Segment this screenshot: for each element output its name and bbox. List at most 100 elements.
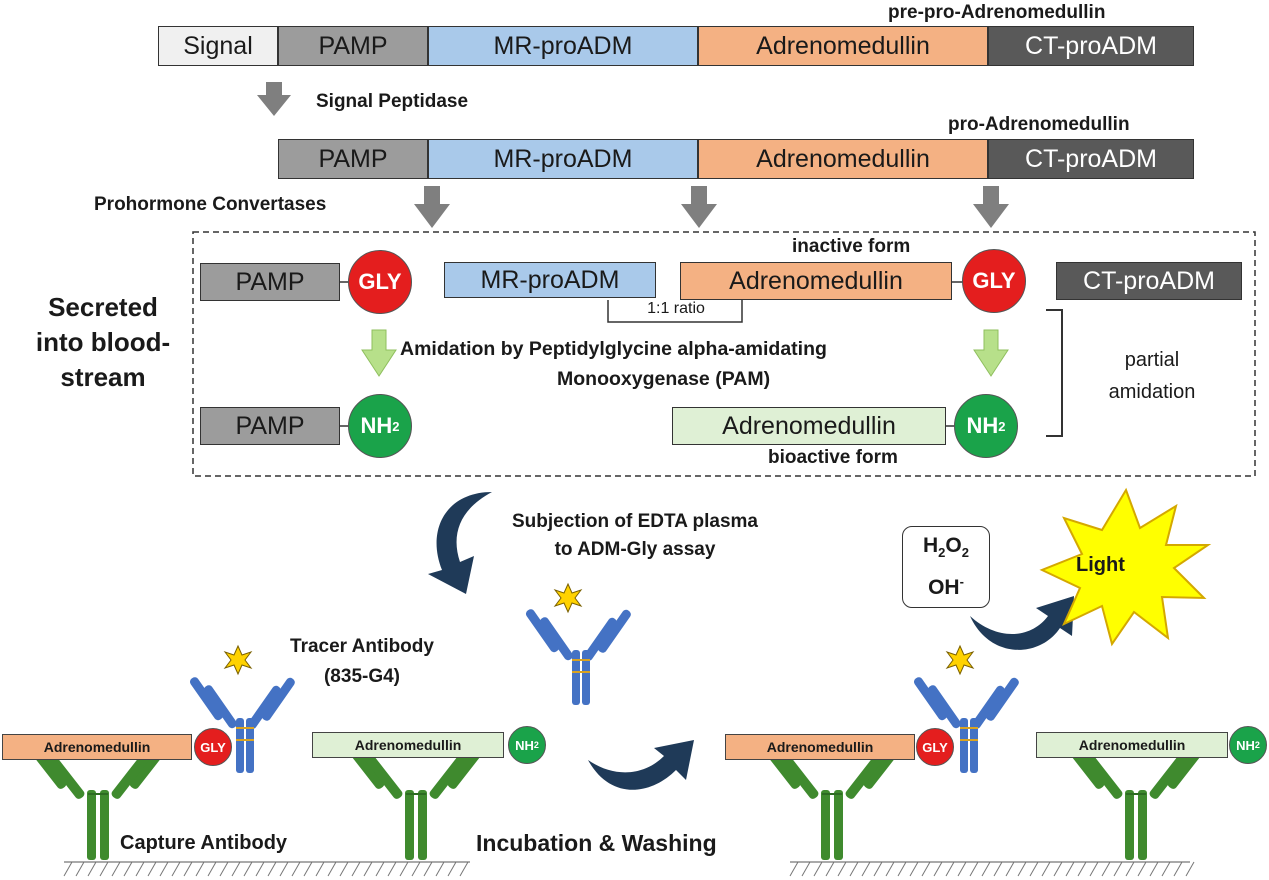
- surface-hatch: [171, 861, 181, 877]
- tracer-antibody-label: Tracer Antibody (835-G4): [290, 636, 434, 687]
- surface-hatch: [825, 861, 835, 877]
- surface-hatch: [135, 861, 145, 877]
- surface-hatch: [87, 861, 97, 877]
- partial-amidation-label: partial amidation: [1108, 349, 1196, 403]
- surface-hatch: [861, 861, 871, 877]
- surface-hatch: [993, 861, 1003, 877]
- surface-hatch: [909, 861, 919, 877]
- surface-hatch: [1161, 861, 1171, 877]
- box-adrenomedullin-bioactive: Adrenomedullin: [672, 407, 946, 445]
- surface-hatch: [1089, 861, 1099, 877]
- box-pamp-amidated: PAMP: [200, 407, 340, 445]
- segment-mrproadm: MR-proADM: [428, 26, 698, 66]
- segment-mrproadm: MR-proADM: [428, 139, 698, 179]
- surface-hatch: [387, 861, 397, 877]
- incubation-label: Incubation & Washing: [476, 830, 717, 856]
- surface-hatch: [945, 861, 955, 877]
- surface-hatch: [1125, 861, 1135, 877]
- surface-hatch: [231, 861, 241, 877]
- surface-hatch: [1137, 861, 1147, 877]
- reagent-box: H2O2 OH-: [902, 526, 990, 608]
- surface-hatch: [1149, 861, 1159, 877]
- assay-adm-gly-left: Adrenomedullin: [2, 734, 192, 760]
- surface-hatch: [255, 861, 265, 877]
- signal-peptidase-label: Signal Peptidase: [316, 91, 469, 112]
- surface-hatch: [969, 861, 979, 877]
- subjection-arrow: [428, 492, 492, 594]
- surface-hatch: [327, 861, 337, 877]
- surface-hatch: [849, 861, 859, 877]
- surface-hatch: [159, 861, 169, 877]
- preproadm-label: pre-pro-Adrenomedullin: [888, 2, 1106, 23]
- box-pamp: PAMP: [200, 263, 340, 301]
- secreted-label: Secreted into blood- stream: [35, 292, 171, 392]
- surface-hatch: [219, 861, 229, 877]
- segment-pamp: PAMP: [278, 26, 428, 66]
- surface-hatch: [1101, 861, 1111, 877]
- surface-hatch: [183, 861, 193, 877]
- surface-hatch: [1029, 861, 1039, 877]
- segment-adrenomedullin: Adrenomedullin: [698, 139, 988, 179]
- surface-hatch: [303, 861, 313, 877]
- segment-adrenomedullin: Adrenomedullin: [698, 26, 988, 66]
- surface-hatch: [315, 861, 325, 877]
- surface-hatch: [75, 861, 85, 877]
- surface-hatch: [1041, 861, 1051, 877]
- segment-ctproadm: CT-proADM: [988, 26, 1194, 66]
- secreted-box-border: [192, 231, 1256, 477]
- amidation-label-line2: Monooxygenase (PAM): [557, 368, 771, 390]
- amidation-arrow-left: [361, 329, 397, 377]
- surface-hatch: [447, 861, 457, 877]
- light-label: Light: [1076, 554, 1125, 576]
- surface-hatch: [801, 861, 811, 877]
- assay-gly-circle: GLY: [194, 728, 232, 766]
- surface-hatch: [399, 861, 409, 877]
- surface-hatch: [933, 861, 943, 877]
- surface-hatch: [813, 861, 823, 877]
- amidation-label-line1: Amidation by Peptidylglycine alpha-amida…: [400, 338, 827, 360]
- surface-hatch: [1185, 861, 1195, 877]
- surface-hatch: [789, 861, 799, 877]
- surface-hatch: [147, 861, 157, 877]
- surface-hatch: [1017, 861, 1027, 877]
- convertase-arrow-2: [681, 186, 717, 228]
- convertase-arrow-1: [414, 186, 450, 228]
- segment-ctproadm: CT-proADM: [988, 139, 1194, 179]
- gly-circle: GLY: [962, 249, 1026, 313]
- surface-hatch: [837, 861, 847, 877]
- surface-hatch: [363, 861, 373, 877]
- ratio-label: 1:1 ratio: [647, 300, 705, 317]
- assay-adm-nh2-left: Adrenomedullin: [312, 732, 504, 758]
- surface-hatch: [1053, 861, 1063, 877]
- surface-hatch: [1173, 861, 1183, 877]
- inactive-form-label: inactive form: [792, 236, 911, 257]
- assay-gly-circle: GLY: [916, 728, 954, 766]
- surface-hatch: [195, 861, 205, 877]
- bioactive-form-label: bioactive form: [768, 447, 898, 468]
- surface-hatch: [375, 861, 385, 877]
- surface-hatch: [291, 861, 301, 877]
- light-arrow: [970, 596, 1074, 650]
- segment-pamp: PAMP: [278, 139, 428, 179]
- surface-hatch: [1065, 861, 1075, 877]
- incubation-arrow: [588, 740, 694, 790]
- box-ctproadm: CT-proADM: [1056, 262, 1242, 300]
- assay-adm-gly-right: Adrenomedullin: [725, 734, 915, 760]
- surface-hatch: [1005, 861, 1015, 877]
- surface-hatch: [435, 861, 445, 877]
- segment-signal: Signal: [158, 26, 278, 66]
- surface-hatch: [411, 861, 421, 877]
- box-mrproadm: MR-proADM: [444, 262, 656, 298]
- gly-circle: GLY: [348, 250, 412, 314]
- surface-hatch: [885, 861, 895, 877]
- convertase-arrow-3: [973, 186, 1009, 228]
- assay-adm-nh2-right: Adrenomedullin: [1036, 732, 1228, 758]
- ratio-bracket: [607, 300, 743, 323]
- surface-hatch: [897, 861, 907, 877]
- capture-antibody-label: Capture Antibody: [120, 832, 288, 854]
- amidation-arrow-right: [973, 329, 1009, 377]
